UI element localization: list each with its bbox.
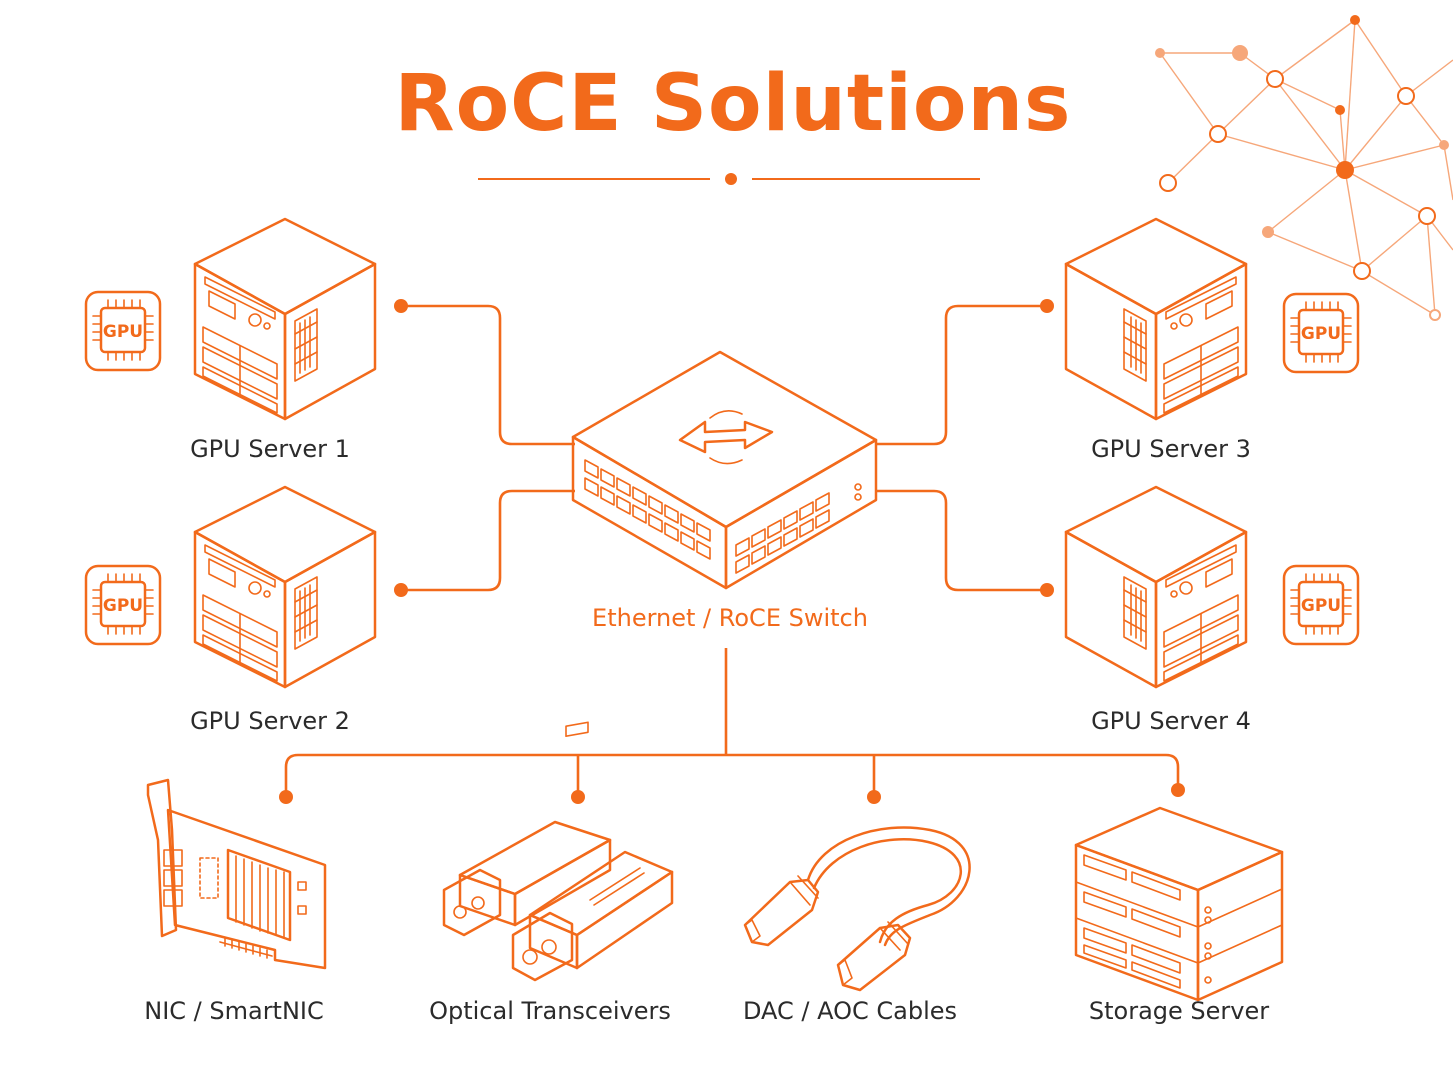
nic-card-icon: NIC / SmartNIC [144,778,327,1025]
server-label: GPU Server 4 [1091,707,1251,735]
optical-transceiver-icon: Optical Transceivers [429,721,674,1025]
server-label: GPU Server 3 [1091,435,1251,463]
server-label: GPU Server 2 [190,707,350,735]
title-divider [478,173,980,185]
switch-label: Ethernet / RoCE Switch [592,604,868,632]
gpu-server-4: GPU GPU Server 4 [1064,485,1360,735]
component-label: NIC / SmartNIC [144,997,324,1025]
server-links [394,299,1054,597]
component-label: Storage Server [1089,997,1269,1025]
switch-ports-left [584,459,711,560]
svg-text:GPU: GPU [103,322,143,342]
svg-text:GPU: GPU [1301,324,1341,344]
component-label: DAC / AOC Cables [743,997,957,1025]
gpu-chip-icon: GPU [84,564,162,646]
switch-ports-right [735,483,862,574]
gpu-server-1: GPU GPU Server 1 [84,217,377,463]
gpu-server-3: GPU GPU Server 3 [1064,217,1360,463]
page-title: RoCE Solutions [395,59,1072,149]
server-label: GPU Server 1 [190,435,350,463]
cable-icon: DAC / AOC Cables [743,826,971,1025]
roce-switch [571,350,878,590]
svg-text:GPU: GPU [103,596,143,616]
gpu-chip-icon: GPU [1282,564,1360,646]
storage-server-icon: Storage Server [1074,806,1284,1025]
gpu-server-2: GPU GPU Server 2 [84,485,377,735]
component-label: Optical Transceivers [429,997,671,1025]
gpu-chip-icon: GPU [84,290,162,372]
gpu-chip-icon: GPU [1282,292,1360,374]
network-graph-decoration [1155,15,1453,321]
component-links [279,648,1185,804]
switch-arrows-icon [678,410,774,465]
svg-text:GPU: GPU [1301,596,1341,616]
